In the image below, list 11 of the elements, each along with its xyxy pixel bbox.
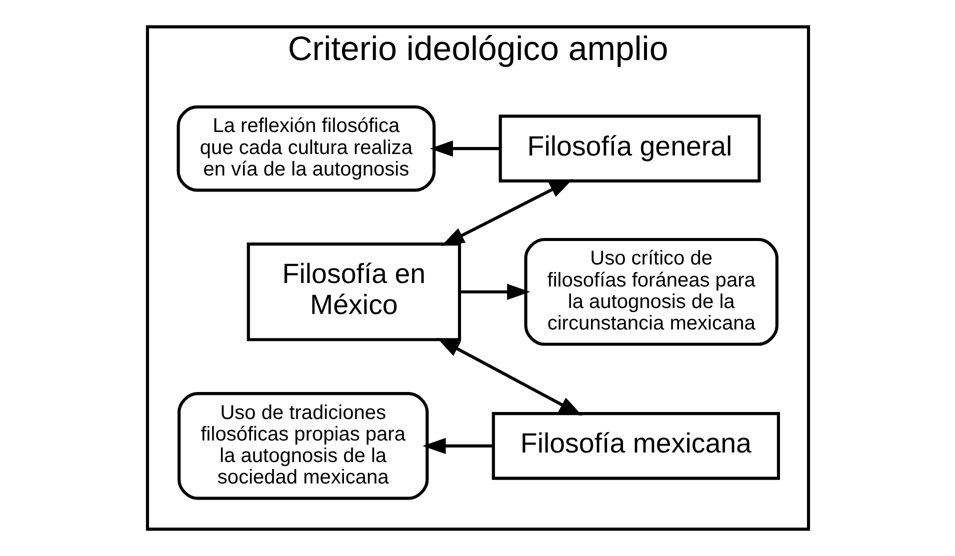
node-box: La reflexión filosófica que cada cultura realiza en vía de la autognosis — [176, 105, 436, 192]
arrow — [429, 140, 500, 157]
node-box: Filosofía mexicana — [491, 412, 780, 480]
node-box: Uso de tradiciones filosóficas propias para la autognosis de la sociedad mexicana — [177, 392, 428, 500]
node-box: Uso crítico de filosofías foráneas para la autognosis de la circunstancia mexicana — [524, 238, 778, 346]
node-box: Filosofía general — [498, 114, 760, 182]
node-box: Filosofía en México — [246, 242, 461, 342]
arrow — [440, 179, 572, 246]
arrow — [422, 438, 493, 454]
arrow — [436, 338, 582, 416]
arrow — [459, 284, 530, 300]
